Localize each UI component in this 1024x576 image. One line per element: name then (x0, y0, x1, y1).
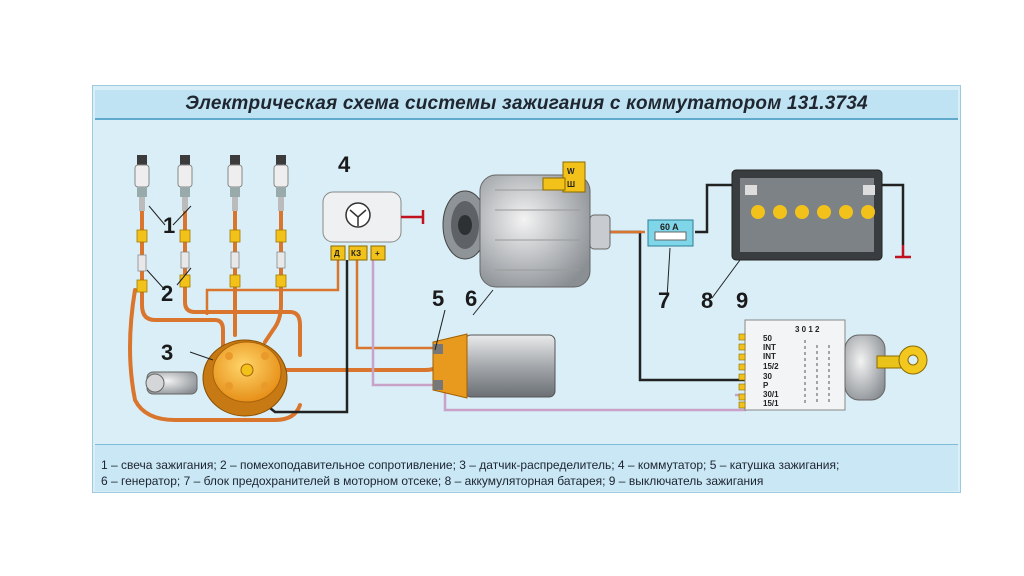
commutator: Д КЗ + (322, 191, 425, 261)
svg-text:INT: INT (763, 343, 776, 352)
suppression-resistors (136, 229, 287, 293)
label-7: 7 (658, 288, 670, 313)
generator-terminal-w: W (567, 167, 575, 176)
svg-text:50: 50 (763, 334, 772, 343)
spark-plug-4 (273, 155, 289, 211)
svg-text:15/1: 15/1 (763, 399, 779, 408)
caption-line-2: 6 – генератор; 7 – блок предохранителей … (101, 474, 764, 488)
label-1: 1 (163, 213, 175, 238)
title-bar: Электрическая схема системы зажигания с … (95, 90, 958, 120)
ignition-switch: 3 0 1 2 50 INT INT 15/2 30 P 30/1 15/1 (738, 319, 928, 411)
label-6: 6 (465, 286, 477, 311)
legend-caption: 1 – свеча зажигания; 2 – помехоподавител… (95, 444, 958, 491)
caption-line-1: 1 – свеча зажигания; 2 – помехоподавител… (101, 458, 840, 472)
svg-text:15/2: 15/2 (763, 362, 779, 371)
label-3: 3 (161, 340, 173, 365)
fuse-block: 60 A (647, 219, 694, 247)
generator: W Ш (442, 161, 611, 288)
spark-plug-1 (134, 155, 150, 211)
label-9: 9 (736, 288, 748, 313)
fuse-rating: 60 A (660, 222, 679, 232)
spark-plug-3 (227, 155, 243, 211)
svg-text:30/1: 30/1 (763, 390, 779, 399)
switch-positions: 3 0 1 2 (795, 325, 820, 334)
distributor (145, 339, 288, 417)
key-icon (876, 345, 928, 375)
component-labels: 1 2 3 4 5 6 7 8 9 (146, 152, 748, 365)
label-4: 4 (338, 152, 351, 177)
spark-plugs (134, 155, 289, 211)
label-5: 5 (432, 286, 444, 311)
spark-plug-2 (177, 155, 193, 211)
svg-text:P: P (763, 381, 769, 390)
switch-terminal-labels: 50 INT INT 15/2 30 P 30/1 15/1 (763, 334, 779, 408)
battery (731, 169, 911, 261)
diagram-title: Электрическая схема системы зажигания с … (185, 93, 868, 114)
label-8: 8 (701, 288, 713, 313)
commutator-terminal-kz: КЗ (351, 249, 361, 258)
svg-text:30: 30 (763, 372, 772, 381)
svg-text:INT: INT (763, 352, 776, 361)
wiring-diagram: Д КЗ + W Ш 60 A (128, 152, 928, 422)
commutator-terminal-plus: + (375, 249, 380, 258)
resistor-bodies (137, 251, 286, 272)
label-2: 2 (161, 281, 173, 306)
ignition-coil (432, 333, 556, 399)
generator-terminal-sh: Ш (567, 180, 575, 189)
commutator-terminal-d: Д (334, 249, 340, 258)
